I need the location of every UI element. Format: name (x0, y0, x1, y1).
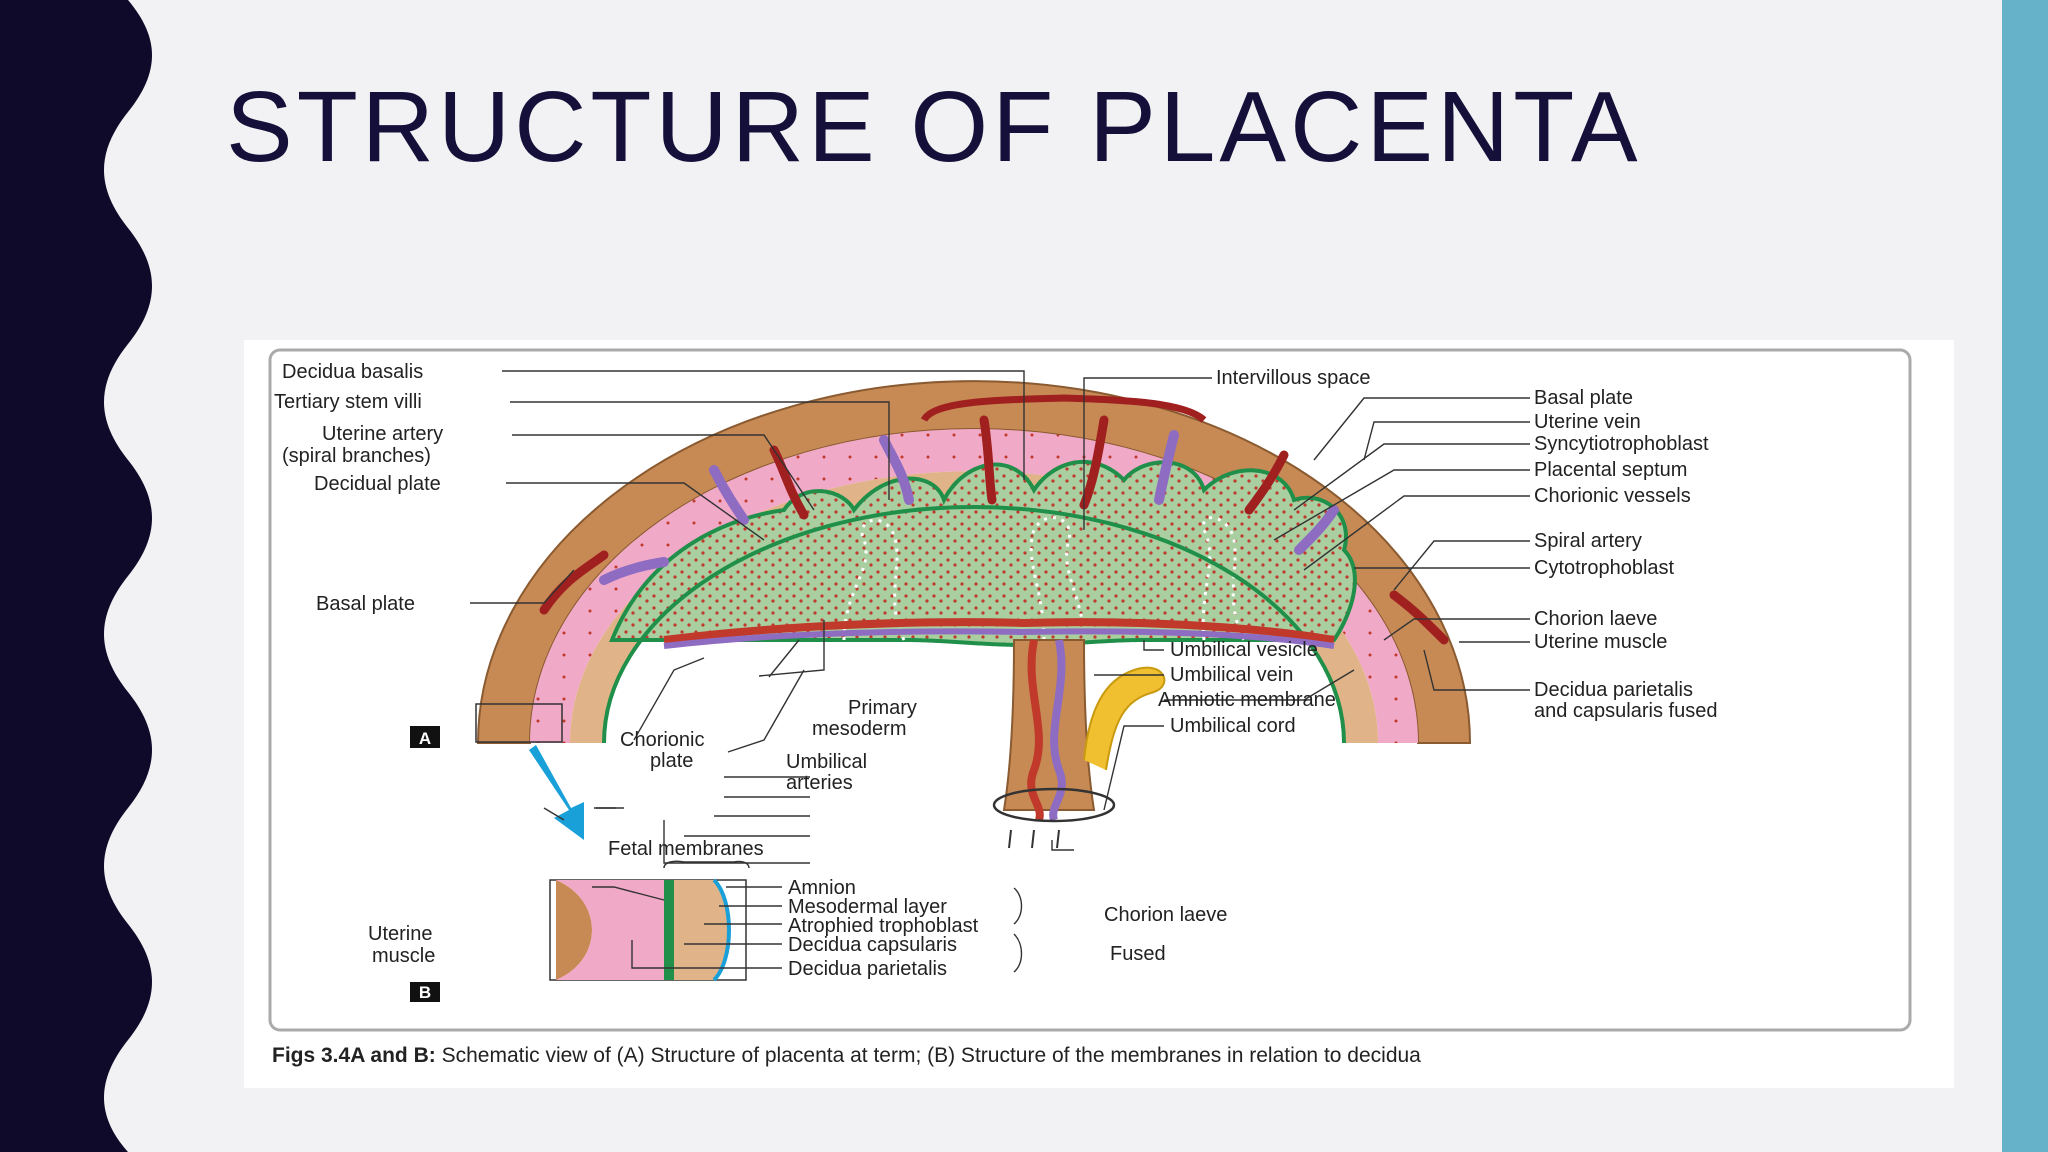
label-chorion-laeve: Chorion laeve (1534, 608, 1657, 630)
label-basal-plate-right: Basal plate (1534, 387, 1633, 409)
label-umbilical-arteries-1: Umbilical (786, 751, 867, 773)
panel-a-marker (410, 726, 440, 748)
label-uterine-muscle: Uterine muscle (1534, 631, 1667, 653)
label-amnion: Amnion (788, 877, 856, 899)
label-amniotic-membrane: Amniotic membrane (1158, 689, 1336, 711)
membrane-detail-panel (549, 860, 750, 982)
label-spiral-artery: Spiral artery (1534, 530, 1642, 552)
label-primary-mesoderm-1: Primary (848, 697, 917, 719)
label-basal-plate-left: Basal plate (316, 593, 415, 615)
label-intervillous-space: Intervillous space (1216, 367, 1371, 389)
label-decidua-parietalis: Decidua parietalis (788, 958, 947, 980)
umbilical-cord-shape (1002, 639, 1096, 811)
label-chorion-laeve-b: Chorion laeve (1104, 904, 1227, 926)
label-uterine-artery: Uterine artery (322, 423, 443, 445)
label-primary-mesoderm-2: mesoderm (812, 718, 906, 740)
slide-title: STRUCTURE OF PLACENTA (226, 71, 1642, 183)
label-decidua-pc-1: Decidua parietalis (1534, 679, 1693, 701)
caption-figure-number: Figs 3.4A and B: (272, 1044, 436, 1067)
label-placental-septum: Placental septum (1534, 459, 1687, 481)
label-fetal-membranes: Fetal membranes (608, 838, 764, 860)
right-accent-bar (2002, 0, 2048, 1152)
label-uterine-muscle-b-2: muscle (372, 945, 435, 967)
caption-text: Schematic view of (A) Structure of place… (436, 1044, 1421, 1067)
label-decidual-plate: Decidual plate (314, 473, 441, 495)
left-wave-band (0, 0, 152, 1152)
label-decidua-basalis: Decidua basalis (282, 361, 423, 383)
label-decidua-capsularis: Decidua capsularis (788, 934, 957, 956)
label-atrophied-trophoblast: Atrophied trophoblast (788, 915, 979, 937)
label-umbilical-cord: Umbilical cord (1170, 715, 1296, 737)
label-tertiary-stem-villi: Tertiary stem villi (274, 391, 422, 413)
label-umbilical-arteries-2: arteries (786, 772, 853, 794)
leader-lines (470, 370, 1530, 973)
placenta-diagram: Decidua basalis Tertiary stem villi Uter… (268, 348, 1912, 1067)
panel-a-letter: A (419, 729, 431, 748)
figure-caption: Figs 3.4A and B: Schematic view of (A) S… (272, 1044, 1421, 1067)
label-chorionic-vessels: Chorionic vessels (1534, 485, 1691, 507)
label-decidua-pc-2: and capsularis fused (1534, 700, 1717, 722)
label-cytotrophoblast: Cytotrophoblast (1534, 557, 1675, 579)
label-mesodermal-layer: Mesodermal layer (788, 896, 947, 918)
label-fused: Fused (1110, 943, 1166, 965)
label-chorionic-plate-2: plate (650, 750, 693, 772)
label-chorionic-plate-1: Chorionic (620, 729, 704, 751)
label-syncytiotrophoblast: Syncytiotrophoblast (1534, 433, 1709, 455)
panel-b-marker (410, 982, 440, 1002)
panel-b-letter: B (419, 983, 431, 1002)
label-umbilical-vein: Umbilical vein (1170, 664, 1293, 686)
label-spiral-branches: (spiral branches) (282, 445, 431, 467)
label-umbilical-vesicle: Umbilical vesicle (1170, 639, 1318, 661)
label-uterine-vein: Uterine vein (1534, 411, 1641, 433)
label-uterine-muscle-b-1: Uterine (368, 923, 432, 945)
placenta-figure: Decidua basalis Tertiary stem villi Uter… (244, 340, 1954, 1088)
